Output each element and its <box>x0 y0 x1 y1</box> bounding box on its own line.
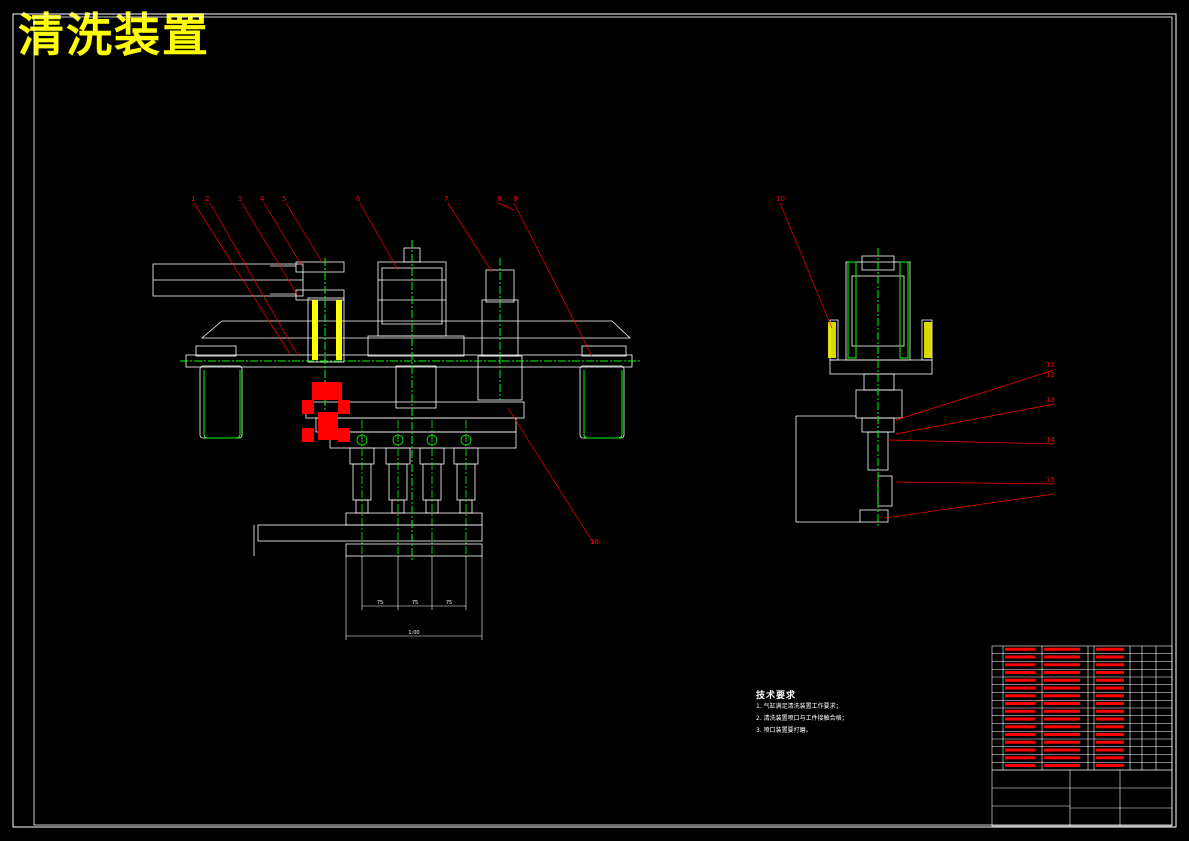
dimension-labels: 75 75 75 1:00 <box>377 600 452 636</box>
parts-list-entry-mark <box>1044 694 1080 698</box>
part-label-7: 7 <box>444 195 448 203</box>
part-label-14: 14 <box>1046 436 1055 444</box>
parts-list-entry-mark <box>1044 709 1080 713</box>
side-view-hatch <box>828 322 932 358</box>
parts-list-entry-mark <box>1044 733 1080 736</box>
parts-list-entry-mark <box>1096 694 1124 698</box>
nozzle-column <box>419 420 445 556</box>
parts-list-entry-mark <box>1096 733 1124 736</box>
parts-list-entry-mark <box>1096 647 1124 651</box>
parts-list-entry-mark <box>1096 671 1124 674</box>
part-label-6: 6 <box>356 195 361 203</box>
parts-list-entry-mark <box>1044 663 1080 667</box>
part-label-2: 2 <box>205 195 209 203</box>
parts-list-entry-mark <box>1096 748 1124 752</box>
part-label-11: 11 <box>1046 361 1055 369</box>
part-label-9: 9 <box>513 195 517 203</box>
part-label-12: 12 <box>1046 371 1055 379</box>
leader-lines <box>193 202 1055 545</box>
parts-list-entry-mark <box>1044 725 1080 729</box>
parts-list-entry-mark <box>1005 694 1035 698</box>
parts-list-entry-mark <box>1096 756 1124 760</box>
parts-list-entry-mark <box>1005 748 1035 752</box>
parts-list-entry-mark <box>1044 686 1080 690</box>
dim-label-4: 1:00 <box>408 630 419 636</box>
part-label-8: 8 <box>497 195 501 203</box>
parts-list-entry-mark <box>1096 663 1124 667</box>
tech-requirement-line-2: 2. 清洗装置喷口与工件接触合格； <box>756 715 848 722</box>
part-label-4: 4 <box>260 195 265 203</box>
part-label-1: 1 <box>191 195 195 203</box>
parts-list-entry-mark <box>1096 740 1124 744</box>
parts-list-entry-mark <box>1005 655 1035 659</box>
part-number-labels: 1 2 3 4 5 6 7 8 9 10 11 12 13 14 15 16 <box>191 195 1055 546</box>
tech-requirement-line-3: 3. 喷口装置要打磨。 <box>756 727 812 734</box>
parts-list-entry-mark <box>1044 655 1080 659</box>
parts-list-entry-mark <box>1044 740 1080 744</box>
technical-requirements: 技术要求 1. 气缸满足清洗装置工作要求； 2. 清洗装置喷口与工件接触合格； … <box>756 688 848 737</box>
parts-list-entry-mark <box>1005 717 1035 721</box>
parts-list-entry-mark <box>1005 764 1035 767</box>
parts-list-entry-mark <box>1005 756 1035 760</box>
parts-list-entry-mark <box>1096 655 1124 659</box>
parts-list-entry-mark <box>1005 663 1035 667</box>
parts-list-entry-mark <box>1044 748 1080 752</box>
parts-list-entry-mark <box>1005 709 1035 713</box>
part-label-15: 15 <box>1046 476 1055 484</box>
cylinder-section <box>312 300 342 360</box>
tech-requirement-line-1: 1. 气缸满足清洗装置工作要求； <box>756 703 842 710</box>
parts-list-entry-mark <box>1044 702 1080 705</box>
part-label-5: 5 <box>282 195 286 203</box>
nozzle-column <box>349 420 375 556</box>
inner-frame <box>33 16 1173 826</box>
part-label-16: 16 <box>590 538 599 546</box>
parts-list-entry-mark <box>1096 702 1124 705</box>
parts-list-entry-mark <box>1096 764 1124 767</box>
dim-label-3: 75 <box>446 600 452 606</box>
parts-list-entry-mark <box>1096 717 1124 721</box>
part-label-13: 13 <box>1046 396 1055 404</box>
parts-list-entry-mark <box>1005 740 1035 744</box>
dim-label-1: 75 <box>377 600 383 606</box>
parts-list-entry-mark <box>1096 686 1124 690</box>
parts-list-entry-mark <box>1044 717 1080 721</box>
outer-frame <box>12 13 1177 828</box>
nozzle-column <box>385 420 411 556</box>
front-view-dimensions <box>345 556 483 640</box>
parts-list-entry-mark <box>1044 678 1080 682</box>
parts-list-entry-mark <box>1005 702 1035 705</box>
parts-list-entry-mark <box>1005 647 1035 651</box>
dim-label-2: 75 <box>412 600 418 606</box>
front-view-green-parts <box>180 240 640 560</box>
parts-list-entry-mark <box>1044 764 1080 767</box>
parts-list-entry-mark <box>1044 647 1080 651</box>
parts-list-entry-mark <box>1005 733 1035 736</box>
side-view-green <box>847 248 909 526</box>
parts-list-entry-mark <box>1005 678 1035 682</box>
nozzle-column <box>453 420 479 556</box>
parts-list-entry-mark <box>1044 756 1080 760</box>
part-label-3: 3 <box>238 195 242 203</box>
parts-list-entry-mark <box>1096 678 1124 682</box>
part-label-10: 10 <box>776 195 785 203</box>
section-red-parts <box>302 382 350 442</box>
parts-list-entry-mark <box>1005 686 1035 690</box>
parts-list-entry-mark <box>1044 671 1080 674</box>
parts-list-entry-mark <box>1005 671 1035 674</box>
parts-list-entry-mark <box>1096 725 1124 729</box>
tech-requirements-heading: 技术要求 <box>756 691 797 701</box>
drawing-title: 清洗装置 <box>18 8 210 62</box>
parts-list-entry-mark <box>1096 709 1124 713</box>
parts-list-entry-mark <box>1005 725 1035 729</box>
